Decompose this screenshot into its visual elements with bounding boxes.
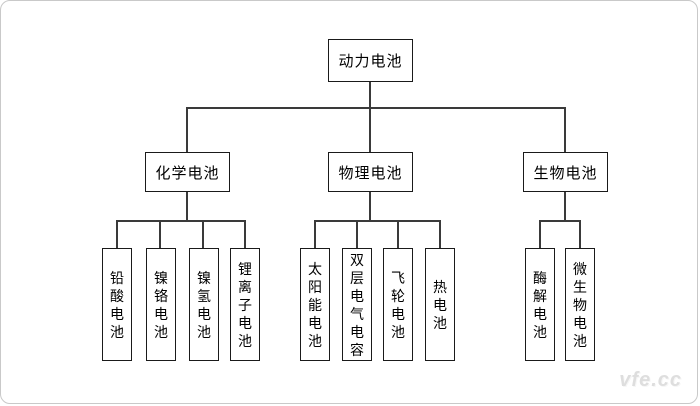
node-physical-battery-label: 物理电池	[338, 164, 403, 182]
connector-root-vertical	[369, 82, 371, 108]
node-thermal-battery-label: 热电池	[433, 278, 447, 331]
connector-drop-lithium-ion	[244, 220, 246, 248]
connector-drop-biological	[564, 107, 566, 152]
node-flywheel-battery: 飞轮电池	[383, 248, 413, 361]
node-enzyme-battery: 酶解电池	[525, 248, 555, 361]
connector-biological-vertical	[564, 192, 566, 221]
connector-drop-nickel-chromium	[159, 220, 161, 248]
node-solar-battery-label: 太阳能电池	[308, 260, 322, 349]
connector-physical-bus	[314, 220, 441, 222]
node-enzyme-battery-label: 酶解电池	[533, 269, 547, 340]
connector-drop-chemical	[186, 107, 188, 152]
node-nickel-chromium-battery-label: 镍铬电池	[154, 269, 168, 340]
node-double-layer-capacitor-label: 双层电气电容	[350, 251, 364, 358]
connector-drop-double-layer	[356, 220, 358, 248]
node-lithium-ion-battery: 锂离子电池	[230, 248, 260, 361]
connector-chemical-bus	[116, 220, 246, 222]
node-biological-battery: 生物电池	[523, 152, 608, 192]
node-microbial-battery-label: 微生物电池	[573, 260, 587, 349]
connector-drop-nickel-hydrogen	[202, 220, 204, 248]
node-microbial-battery: 微生物电池	[565, 248, 595, 361]
connector-biological-bus	[539, 220, 581, 222]
node-lead-acid-battery: 铅酸电池	[102, 248, 132, 361]
node-lithium-ion-battery-label: 锂离子电池	[238, 260, 252, 349]
node-flywheel-battery-label: 飞轮电池	[391, 269, 405, 340]
node-nickel-hydrogen-battery-label: 镍氢电池	[197, 269, 211, 340]
connector-drop-enzyme	[539, 220, 541, 248]
node-chemical-battery: 化学电池	[145, 152, 230, 192]
connector-drop-lead-acid	[116, 220, 118, 248]
connector-drop-physical	[369, 107, 371, 152]
connector-drop-flywheel	[397, 220, 399, 248]
connector-drop-solar	[314, 220, 316, 248]
connector-physical-vertical	[369, 192, 371, 221]
watermark: vfe.cc	[619, 369, 682, 391]
node-lead-acid-battery-label: 铅酸电池	[110, 269, 124, 340]
node-power-battery-label: 动力电池	[338, 53, 403, 70]
connector-drop-microbial	[579, 220, 581, 248]
connector-top-bus	[186, 107, 566, 109]
node-power-battery: 动力电池	[328, 39, 413, 82]
node-chemical-battery-label: 化学电池	[155, 164, 220, 182]
node-solar-battery: 太阳能电池	[300, 248, 330, 361]
node-nickel-hydrogen-battery: 镍氢电池	[189, 248, 219, 361]
node-physical-battery: 物理电池	[328, 152, 413, 192]
connector-drop-thermal	[439, 220, 441, 248]
node-double-layer-capacitor: 双层电气电容	[342, 248, 372, 361]
connector-chemical-vertical	[186, 192, 188, 221]
node-thermal-battery: 热电池	[425, 248, 455, 361]
node-biological-battery-label: 生物电池	[533, 164, 598, 182]
node-nickel-chromium-battery: 镍铬电池	[146, 248, 176, 361]
